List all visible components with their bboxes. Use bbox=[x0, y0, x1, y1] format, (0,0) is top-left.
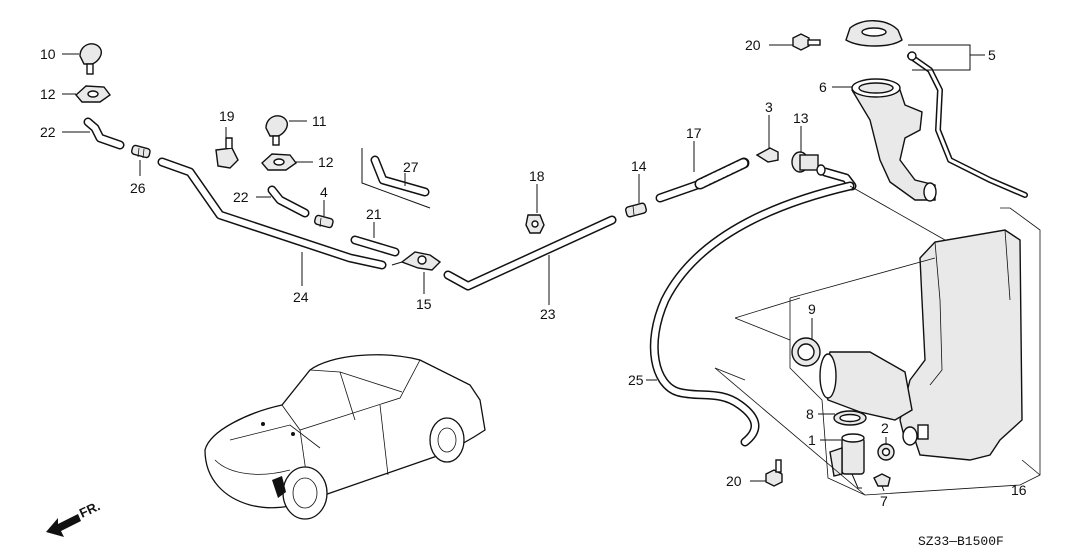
callout-3: 3 bbox=[765, 99, 773, 115]
callout-26: 26 bbox=[130, 180, 146, 196]
nozzle-base-12-right bbox=[261, 153, 297, 171]
hose-23 bbox=[443, 215, 617, 291]
callout-22-upper: 22 bbox=[40, 124, 56, 140]
leader-lines bbox=[62, 44, 1041, 496]
tank-neck-inlet bbox=[819, 351, 913, 421]
nozzle-10 bbox=[79, 43, 102, 75]
connector-4 bbox=[313, 214, 334, 229]
nozzle-base-12-left bbox=[75, 85, 111, 103]
connector-26 bbox=[130, 144, 151, 159]
connector-14 bbox=[625, 202, 647, 218]
callout-7: 7 bbox=[880, 493, 888, 509]
hose-21 bbox=[350, 235, 400, 257]
check-valve-13 bbox=[791, 151, 826, 176]
callout-21: 21 bbox=[366, 206, 382, 222]
callout-25: 25 bbox=[628, 372, 644, 388]
hose-22-lower bbox=[267, 185, 310, 218]
hose-17 bbox=[655, 157, 750, 203]
front-direction-arrow: FR. bbox=[46, 498, 102, 537]
hose-27 bbox=[370, 155, 430, 197]
callout-18: 18 bbox=[529, 168, 545, 184]
callout-13: 13 bbox=[793, 110, 809, 126]
bolt-20-bottom bbox=[765, 459, 783, 487]
callout-12-left: 12 bbox=[40, 86, 56, 102]
filler-neck-6 bbox=[851, 78, 937, 202]
callout-23: 23 bbox=[540, 306, 556, 322]
car-illustration bbox=[204, 354, 486, 520]
hose-22-upper bbox=[83, 117, 125, 150]
joint-15 bbox=[391, 251, 442, 271]
reservoir-tank-16 bbox=[899, 229, 1023, 461]
callout-8: 8 bbox=[806, 406, 814, 422]
clip-19 bbox=[215, 137, 239, 169]
seal-9 bbox=[791, 337, 821, 367]
callout-12-right: 12 bbox=[318, 154, 334, 170]
front-direction-label: FR. bbox=[77, 498, 102, 520]
callout-20-top: 20 bbox=[745, 37, 761, 53]
drawing-code: SZ33—B1500F bbox=[918, 534, 1004, 549]
callout-24: 24 bbox=[293, 289, 309, 305]
callout-15: 15 bbox=[416, 296, 432, 312]
callout-14: 14 bbox=[631, 158, 647, 174]
clip-7 bbox=[873, 473, 891, 487]
callout-16: 16 bbox=[1011, 482, 1027, 498]
callout-6: 6 bbox=[819, 79, 827, 95]
connector-3 bbox=[755, 147, 779, 163]
cap-strap-5 bbox=[907, 51, 1028, 198]
callout-27: 27 bbox=[403, 159, 419, 175]
grommet-2 bbox=[877, 443, 895, 461]
callout-10: 10 bbox=[40, 46, 56, 62]
grommet-8 bbox=[833, 410, 867, 426]
clip-18 bbox=[525, 214, 545, 234]
bolt-20-top bbox=[792, 33, 821, 51]
callout-9: 9 bbox=[808, 301, 816, 317]
callout-19: 19 bbox=[219, 108, 235, 124]
nozzle-11 bbox=[265, 115, 288, 146]
callout-20-bottom: 20 bbox=[726, 473, 742, 489]
callout-11: 11 bbox=[312, 113, 327, 129]
callout-5: 5 bbox=[988, 47, 996, 63]
callout-4: 4 bbox=[320, 184, 328, 200]
callout-2: 2 bbox=[881, 420, 889, 436]
filler-cap-5 bbox=[845, 20, 903, 47]
callout-17: 17 bbox=[686, 125, 702, 141]
callout-1: 1 bbox=[808, 432, 816, 448]
callout-22-lower: 22 bbox=[233, 189, 249, 205]
hose-24 bbox=[157, 157, 387, 270]
hose-25 bbox=[649, 181, 855, 447]
